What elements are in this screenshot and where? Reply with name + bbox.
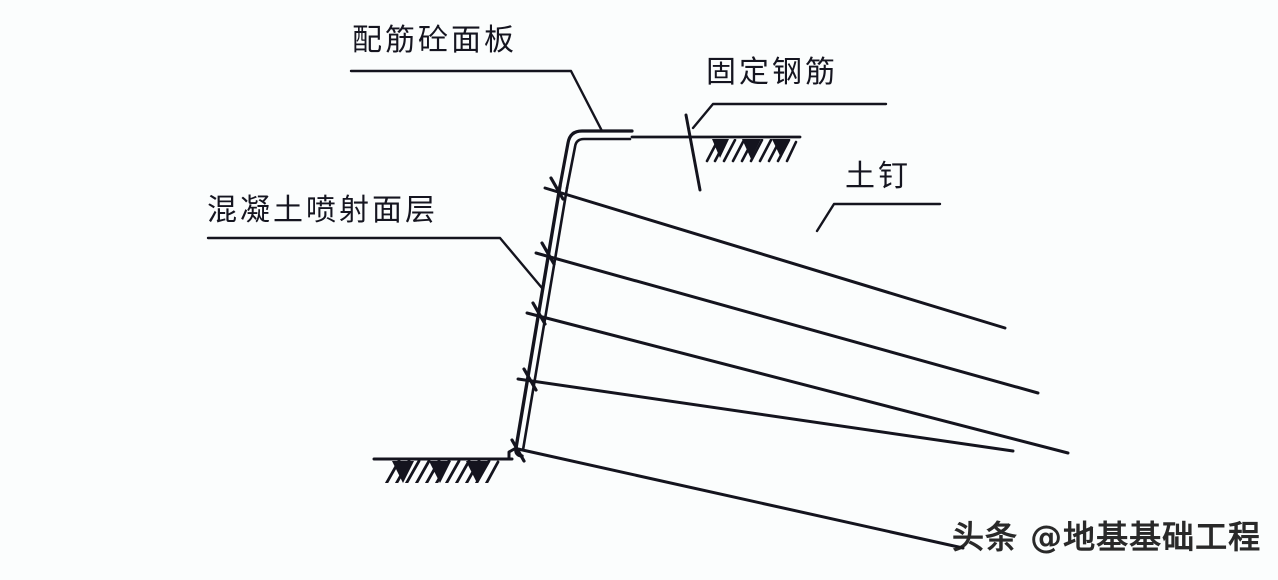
- watermark-text: 头条 @地基基础工程: [952, 518, 1262, 556]
- leader-line-nail: [815, 202, 942, 233]
- soil-nail-3: [525, 311, 1070, 455]
- soil-nail-1: [543, 186, 1007, 330]
- wall-base-foot: [507, 446, 518, 461]
- soil-nail-1-bearing-tick: [549, 176, 565, 201]
- fixing-rebar: [684, 113, 702, 192]
- soil-nail-4: [516, 377, 1015, 453]
- soil-nail-3-bearing-tick: [531, 301, 547, 326]
- soil-nail-2-bearing-tick: [540, 241, 556, 266]
- leader-line-panel: [349, 69, 604, 133]
- soil-nail-5: [516, 447, 965, 550]
- leader-line-rebar: [691, 102, 888, 130]
- soil-nail-4-bearing-tick: [522, 367, 538, 392]
- upper-ground-hatch: [705, 139, 798, 163]
- lower-ground-hatch: [385, 459, 500, 483]
- label-soil-nail: 土钉: [845, 159, 911, 194]
- soil-nail-2: [534, 251, 1040, 395]
- label-reinforced-panel: 配筋砼面板: [352, 23, 517, 58]
- panel-cap-inner: [565, 137, 632, 190]
- label-shotcrete-layer: 混凝土喷射面层: [207, 193, 438, 228]
- leader-line-shotcrete: [206, 236, 544, 290]
- soil-nail-5-bearing-tick: [510, 438, 526, 463]
- panel-cap-outer: [558, 129, 634, 188]
- label-fixing-rebar: 固定钢筋: [706, 55, 838, 90]
